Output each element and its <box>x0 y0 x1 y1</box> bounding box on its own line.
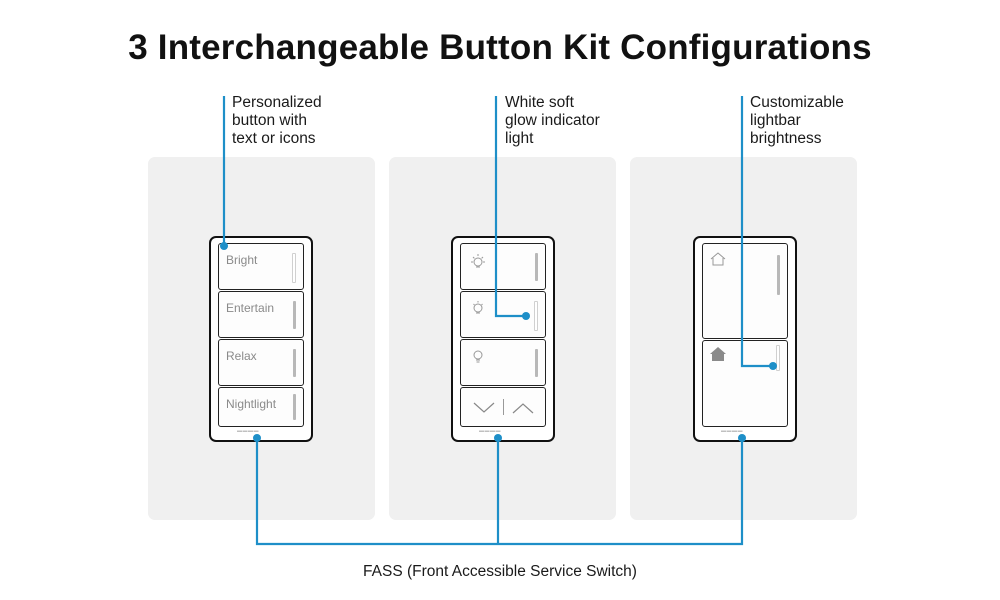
callout-text-line: brightness <box>750 130 822 147</box>
keypad-button-medium-scene[interactable] <box>460 291 546 338</box>
callout-lightbar-brightness: Customizable lightbar brightness <box>750 94 844 148</box>
button-label: Entertain <box>226 301 275 315</box>
keypad-middle: ▬▬▬▬ <box>451 236 555 442</box>
fass-dot-left <box>253 434 261 442</box>
keypad-button-bright[interactable]: Bright <box>218 243 304 290</box>
keypad-button-home-on[interactable] <box>702 243 788 339</box>
lightbar-brightness <box>776 345 780 371</box>
button-label: Relax <box>226 349 257 363</box>
brand-mark: ▬▬▬▬ <box>721 428 743 434</box>
keypad-left: Bright Entertain Relax Nightlight ▬▬▬▬ <box>209 236 313 442</box>
diagram-title: 3 Interchangeable Button Kit Configurati… <box>128 28 872 67</box>
callout-text-line: Customizable <box>750 94 844 111</box>
house-filled-icon <box>710 347 726 361</box>
lightbar-glow <box>534 301 538 331</box>
keypad-button-nightlight[interactable]: Nightlight <box>218 387 304 427</box>
keypad-raise-lower[interactable] <box>460 387 546 427</box>
lightbar <box>293 394 296 420</box>
lightbar <box>535 349 538 377</box>
lightbar <box>777 255 780 295</box>
lightbulb-off-icon <box>473 350 483 363</box>
fass-connector <box>255 438 744 546</box>
callout-text-line: text or icons <box>232 130 316 147</box>
button-label: Bright <box>226 253 258 267</box>
callout-dot-left <box>220 242 228 250</box>
callout-text-line: White soft <box>505 94 574 111</box>
callout-dot-middle <box>522 312 530 320</box>
lightbar <box>292 253 296 283</box>
chevron-down-icon[interactable] <box>473 402 495 414</box>
callout-line-right <box>740 96 773 368</box>
keypad-button-home-off[interactable] <box>702 340 788 427</box>
lightbulb-bright-icon <box>471 254 485 268</box>
chevron-up-icon[interactable] <box>512 402 534 414</box>
callout-line-middle <box>494 96 526 318</box>
fass-dot-right <box>738 434 746 442</box>
lightbar <box>535 253 538 281</box>
callout-dot-right <box>769 362 777 370</box>
house-outline-icon <box>710 252 726 266</box>
lightbar <box>293 301 296 329</box>
lightbulb-medium-icon <box>473 301 483 314</box>
callout-personalized-button: Personalized button with text or icons <box>232 94 322 148</box>
button-label: Nightlight <box>226 397 277 411</box>
keypad-button-bright-scene[interactable] <box>460 243 546 290</box>
fass-label: FASS (Front Accessible Service Switch) <box>363 563 637 580</box>
fass-dot-middle <box>494 434 502 442</box>
callout-glow-indicator: White soft glow indicator light <box>505 94 600 148</box>
callout-text-line: light <box>505 130 534 147</box>
callout-text-line: Personalized <box>232 94 322 111</box>
divider <box>503 399 504 415</box>
brand-mark: ▬▬▬▬ <box>237 428 259 434</box>
callout-text-line: button with <box>232 112 307 129</box>
callout-text-line: lightbar <box>750 112 801 129</box>
brand-mark: ▬▬▬▬ <box>479 428 501 434</box>
keypad-right: ▬▬▬▬ <box>693 236 797 442</box>
lightbar <box>293 349 296 377</box>
keypad-button-entertain[interactable]: Entertain <box>218 291 304 338</box>
callout-text-line: glow indicator <box>505 112 600 129</box>
keypad-button-relax[interactable]: Relax <box>218 339 304 386</box>
keypad-button-off-scene[interactable] <box>460 339 546 386</box>
